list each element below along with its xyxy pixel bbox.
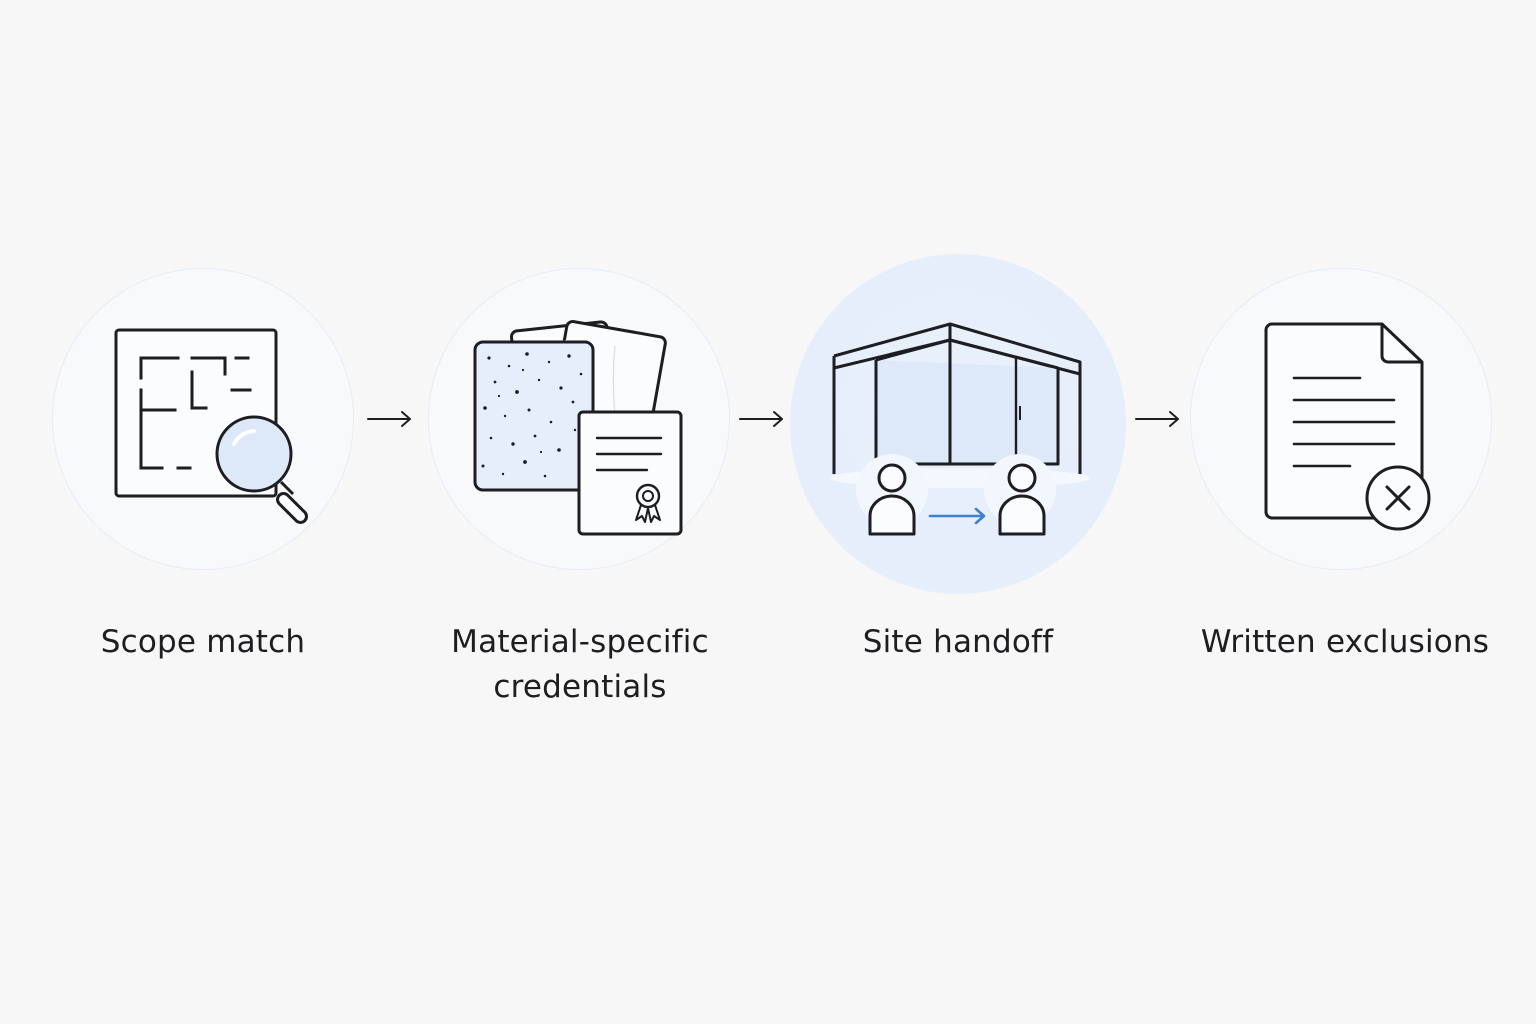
document-exclusion-icon	[1264, 322, 1431, 531]
step-label-text: Scope match	[100, 624, 306, 660]
step-label-text: Written exclusions	[1200, 624, 1490, 660]
step-label-scope-match: Scope match	[52, 620, 354, 665]
step-label-text: Site handoff	[862, 624, 1054, 660]
right-arrow-icon	[739, 411, 783, 427]
material-samples-certificate-icon	[473, 319, 683, 536]
step-label-site-handoff: Site handoff	[790, 620, 1126, 665]
building-handoff-icon	[830, 322, 1090, 536]
floor-plan-magnifier-icon	[114, 328, 308, 524]
right-arrow-icon	[1135, 411, 1179, 427]
step-label-line-1: Material-specific	[451, 624, 709, 660]
step-label-credentials: Material-specific credentials	[400, 620, 760, 710]
step-label-line-2: credentials	[493, 669, 667, 705]
right-arrow-icon	[367, 411, 411, 427]
step-label-written-exclusions: Written exclusions	[1180, 620, 1510, 665]
